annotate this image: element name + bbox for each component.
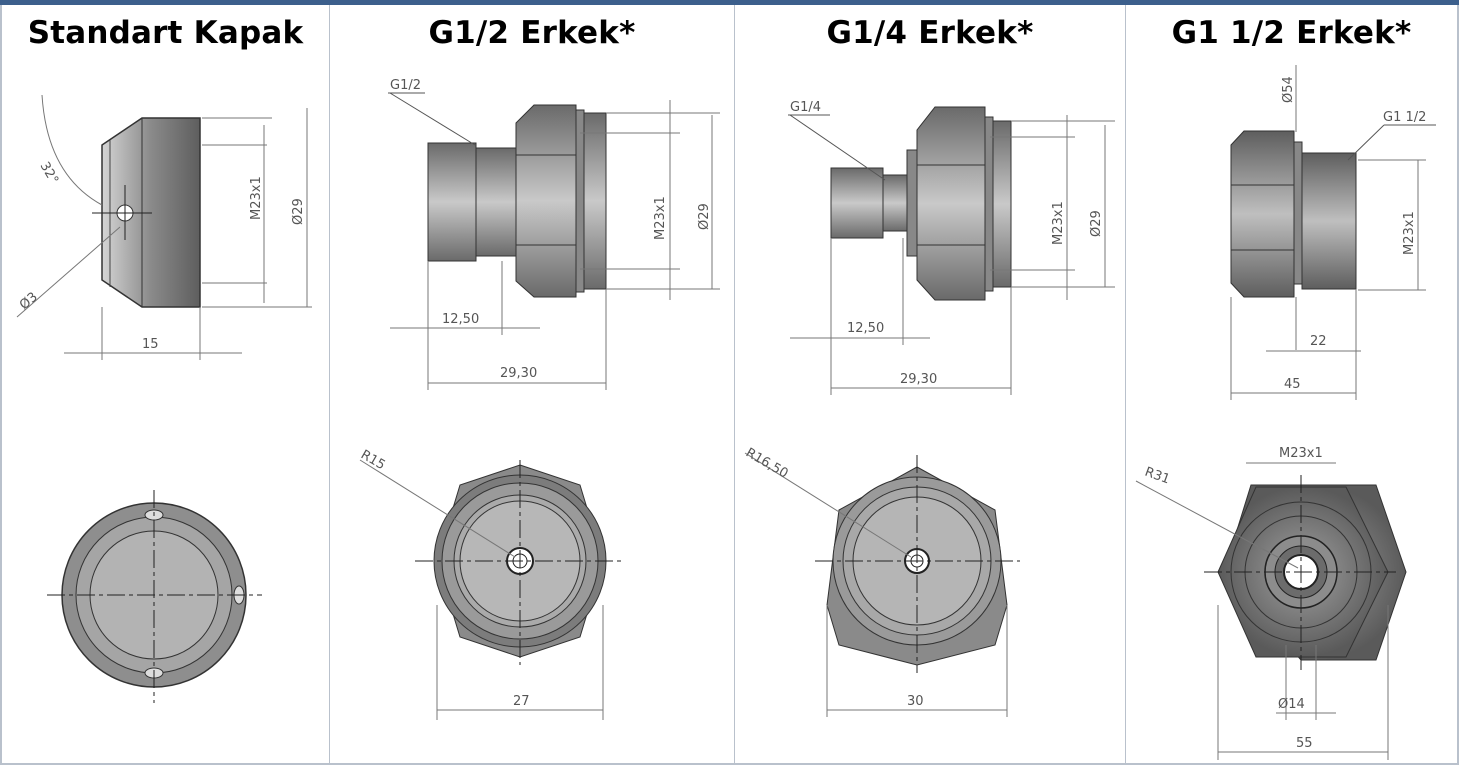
drawing-g1-4-erkek: G1/4 M23x1 Ø29 12,50 29,30 R16,50 30	[743, 100, 1115, 717]
dim-short: 22	[1310, 334, 1327, 349]
dim-length: 15	[142, 337, 159, 352]
dim-thread: M23x1	[653, 196, 668, 240]
dim-long: 29,30	[900, 372, 937, 387]
dim-short: 12,50	[442, 312, 479, 327]
dim-radius: R15	[358, 447, 388, 473]
panel-standart-kapak: Standart Kapak M23x1 Ø29 15 32° Ø3	[0, 5, 329, 764]
header-accent-bar	[0, 0, 1459, 5]
dim-thread-label: G1/2	[390, 78, 421, 93]
dim-diameter: Ø29	[697, 203, 712, 230]
dim-width: 30	[907, 694, 924, 709]
panel-title: Standart Kapak	[27, 15, 304, 51]
dim-long: 45	[1284, 377, 1301, 392]
drawing-standart-kapak: M23x1 Ø29 15 32° Ø3	[16, 94, 312, 703]
dim-diameter-top: Ø54	[1281, 76, 1296, 103]
bottom-border	[0, 763, 1459, 765]
dim-radius: R31	[1143, 465, 1172, 488]
panel-title: G1/4 Erkek*	[826, 15, 1034, 51]
dim-thread-top: M23x1	[1279, 446, 1323, 461]
dim-thread-label: G1/4	[790, 100, 821, 115]
panel-title: G1/2 Erkek*	[428, 15, 636, 51]
dim-long: 29,30	[500, 366, 537, 381]
panel-g1-1-2-erkek: G1 1/2 Erkek* Ø54 G1 1/2 M23x1 22 45	[1125, 5, 1459, 764]
dim-thread: M23x1	[249, 176, 264, 220]
dim-short: 12,50	[847, 321, 884, 336]
dim-angle: 32°	[37, 160, 62, 187]
dim-width: 55	[1296, 736, 1313, 751]
dim-diameter: Ø29	[1089, 210, 1104, 237]
panel-title: G1 1/2 Erkek*	[1171, 15, 1412, 51]
dim-thread: M23x1	[1051, 201, 1066, 245]
dim-hole: Ø3	[17, 290, 41, 313]
drawing-g1-2-erkek: G1/2 M23x1 Ø29 12,50 29,30 R15 27	[358, 78, 720, 720]
dim-bore: Ø14	[1278, 697, 1305, 712]
panel-g1-2-erkek: G1/2 Erkek* G1/2 M23x1 Ø29 12,50 29,30	[329, 5, 734, 764]
panel-g1-4-erkek: G1/4 Erkek* G1/4 M23x1 Ø29 12,50 29,30	[734, 5, 1125, 764]
dim-diameter: Ø29	[291, 198, 306, 225]
dim-thread-label: G1 1/2	[1383, 110, 1426, 125]
drawing-g1-1-2-erkek: Ø54 G1 1/2 M23x1 22 45 M23x1 R31 Ø14	[1135, 65, 1436, 760]
dim-width: 27	[513, 694, 530, 709]
dim-thread: M23x1	[1402, 211, 1417, 255]
dim-radius: R16,50	[743, 445, 791, 481]
